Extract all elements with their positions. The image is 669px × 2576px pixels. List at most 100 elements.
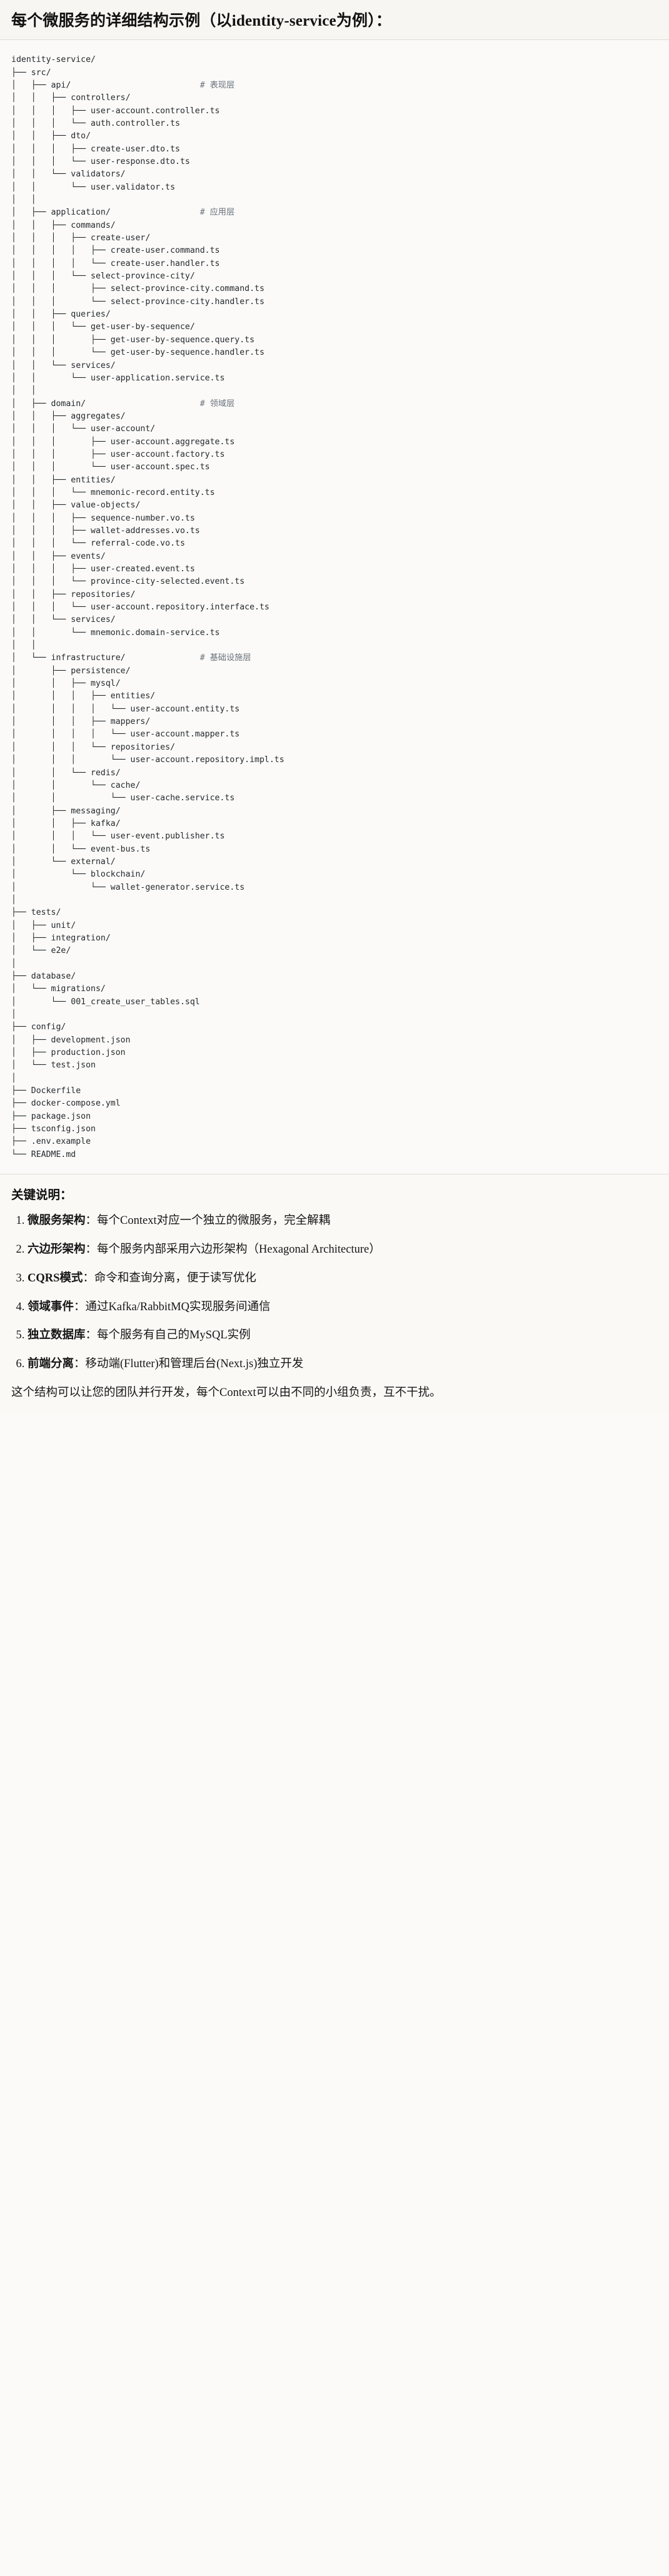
tree-line: │ │ └── validators/: [11, 170, 126, 180]
tree-line: │ │ └── user-application.service.ts: [11, 373, 225, 383]
tree-line: │ ├── messaging/: [11, 806, 121, 816]
tree-line: │: [11, 959, 16, 969]
tree-line: identity-service/: [11, 55, 96, 65]
tree-line: │ └── infrastructure/ # 基础设施层: [11, 653, 251, 663]
tree-line: │ │: [11, 641, 36, 651]
tree-line: │ │ └── event-bus.ts: [11, 844, 151, 854]
tree-line: │ │ ├── commands/: [11, 220, 116, 230]
tree-line: │ │ │ ├── wallet-addresses.vo.ts: [11, 526, 200, 536]
tree-line: │ │ │ ├── user-account.factory.ts: [11, 449, 225, 459]
tree-line: │ │ │ └── user-account.repository.impl.t…: [11, 755, 284, 765]
tree-line: │ │ ├── aggregates/: [11, 411, 126, 421]
directory-tree-block: identity-service/ ├── src/ │ ├── api/ # 表现…: [0, 40, 669, 1174]
tree-line: │ │ │ └── auth.controller.ts: [11, 118, 180, 128]
key-points-title: 关键说明：: [11, 1189, 73, 1203]
page-title: 每个微服务的详细结构示例（以identity-service为例）：: [11, 13, 392, 29]
tree-line: │ │ └── mnemonic.domain-service.ts: [11, 628, 220, 638]
tree-line: │ │ │ ├── user-account.controller.ts: [11, 106, 220, 116]
tree-line: ├── config/: [11, 1022, 66, 1032]
tree-line: │ └── 001_create_user_tables.sql: [11, 997, 200, 1007]
tree-line: │ │ └── cache/: [11, 780, 141, 790]
tree-line: │ │ │ ├── mappers/: [11, 717, 151, 727]
tree-line-comment: # 应用层: [199, 208, 235, 218]
tree-line: │ └── migrations/: [11, 984, 106, 994]
key-point-description: ：命令和查询分离，便于读写优化: [83, 1271, 256, 1285]
key-point-item: 微服务架构：每个Context对应一个独立的微服务，完全解耦: [28, 1213, 658, 1229]
tree-line-comment: # 基础设施层: [199, 653, 251, 663]
tree-line: │ │ │ └── user-account.repository.interf…: [11, 603, 269, 613]
tree-line: ├── Dockerfile: [11, 1086, 81, 1096]
tree-line: ├── database/: [11, 972, 76, 981]
tree-line: │: [11, 895, 16, 905]
tree-line: │ │ └── services/: [11, 360, 116, 370]
tree-line: │ │ │ │ └── create-user.handler.ts: [11, 258, 220, 268]
tree-line-comment: # 表现层: [199, 80, 235, 90]
key-point-item: 领域事件：通过Kafka/RabbitMQ实现服务间通信: [28, 1299, 658, 1316]
key-point-description: ：通过Kafka/RabbitMQ实现服务间通信: [74, 1300, 271, 1313]
tree-line: │ │ │ ├── create-user/: [11, 233, 151, 243]
tree-line: ├── tests/: [11, 908, 61, 918]
key-points-footer: 这个结构可以让您的团队并行开发，每个Context可以由不同的小组负责，互不干扰…: [11, 1387, 441, 1400]
tree-line: │ │ ├── value-objects/: [11, 501, 141, 511]
tree-line: │ │ │ ├── get-user-by-sequence.query.ts: [11, 335, 255, 345]
tree-line: │ │ │ │ ├── create-user.command.ts: [11, 246, 220, 256]
tree-line: ├── package.json: [11, 1111, 91, 1121]
tree-line: │ │ ├── kafka/: [11, 818, 121, 828]
tree-line: │ │ │ └── get-user-by-sequence.handler.t…: [11, 348, 264, 358]
tree-line: │ │ ├── queries/: [11, 310, 111, 320]
key-point-term: CQRS模式: [28, 1271, 83, 1285]
key-point-item: 六边形架构：每个服务内部采用六边形架构（Hexagonal Architectu…: [28, 1241, 658, 1258]
tree-line: │ │ │ └── select-province-city.handler.t…: [11, 297, 264, 307]
tree-line: │ │ ├── mysql/: [11, 679, 121, 689]
tree-line: │ │ │ └── mnemonic-record.entity.ts: [11, 487, 215, 497]
tree-line: │ │ │ └── province-city-selected.event.t…: [11, 577, 245, 587]
key-point-term: 前端分离: [28, 1358, 74, 1371]
tree-line: │ │ ├── dto/: [11, 131, 91, 141]
tree-line: │ │ │ └── user-event.publisher.ts: [11, 832, 225, 842]
key-points-list: 微服务架构：每个Context对应一个独立的微服务，完全解耦六边形架构：每个服务…: [11, 1213, 658, 1373]
tree-line: │ ├── unit/: [11, 920, 76, 930]
tree-line: │ │ │ ├── user-created.event.ts: [11, 564, 195, 574]
tree-line: │ ├── production.json: [11, 1048, 126, 1058]
tree-line: │ │ │ ├── user-account.aggregate.ts: [11, 437, 235, 447]
tree-line: ├── docker-compose.yml: [11, 1099, 121, 1109]
tree-line: │ └── e2e/: [11, 946, 71, 956]
key-point-term: 独立数据库: [28, 1329, 86, 1342]
tree-line: │ │ └── services/: [11, 615, 116, 625]
document-header: 每个微服务的详细结构示例（以identity-service为例）：: [0, 0, 669, 41]
tree-line: ├── tsconfig.json: [11, 1124, 96, 1134]
tree-line: │ │ │ └── user-account/: [11, 424, 156, 434]
tree-line: │ ├── domain/ # 领域层: [11, 399, 235, 409]
key-point-term: 六边形架构: [28, 1243, 86, 1256]
tree-line: │ │ │ ├── create-user.dto.ts: [11, 144, 180, 154]
tree-line: │ ├── application/ # 应用层: [11, 208, 235, 218]
tree-line: │ │: [11, 386, 36, 396]
tree-line: │ │ ├── events/: [11, 551, 106, 561]
tree-line: │ ├── persistence/: [11, 666, 131, 676]
tree-line: │ │ │ └── get-user-by-sequence/: [11, 322, 195, 332]
tree-line: │ ├── api/ # 表现层: [11, 80, 235, 90]
key-point-term: 领域事件: [28, 1300, 74, 1313]
tree-line: └── README.md: [11, 1149, 76, 1159]
tree-line: │: [11, 1073, 16, 1083]
tree-line: ├── .env.example: [11, 1137, 91, 1147]
directory-tree: identity-service/ ├── src/ │ ├── api/ # 表现…: [11, 54, 658, 1161]
key-point-item: 独立数据库：每个服务有自己的MySQL实例: [28, 1327, 658, 1344]
tree-line: │ │ │ │ └── user-account.entity.ts: [11, 704, 240, 714]
tree-line: │ │ └── user.validator.ts: [11, 182, 176, 192]
document-page: 每个微服务的详细结构示例（以identity-service为例）： ident…: [0, 0, 669, 1413]
tree-line: │ │ │ └── select-province-city/: [11, 272, 195, 282]
tree-line: │ │ │ └── repositories/: [11, 742, 176, 752]
tree-line: │ │ │ └── user-account.spec.ts: [11, 462, 210, 472]
tree-line: │ └── test.json: [11, 1061, 96, 1071]
tree-line: │ ├── development.json: [11, 1035, 131, 1045]
key-point-description: ：每个服务内部采用六边形架构（Hexagonal Architecture）: [85, 1243, 381, 1256]
key-point-item: CQRS模式：命令和查询分离，便于读写优化: [28, 1270, 658, 1287]
tree-line: │ │ ├── entities/: [11, 475, 116, 485]
tree-line: │ │ │ ├── select-province-city.command.t…: [11, 284, 264, 294]
key-points-section: 关键说明： 微服务架构：每个Context对应一个独立的微服务，完全解耦六边形架…: [0, 1174, 669, 1413]
key-point-description: ：每个Context对应一个独立的微服务，完全解耦: [85, 1214, 331, 1228]
tree-line: │ └── external/: [11, 857, 116, 867]
tree-line: ├── src/: [11, 68, 51, 78]
tree-line: │ │ │ ├── entities/: [11, 691, 156, 701]
